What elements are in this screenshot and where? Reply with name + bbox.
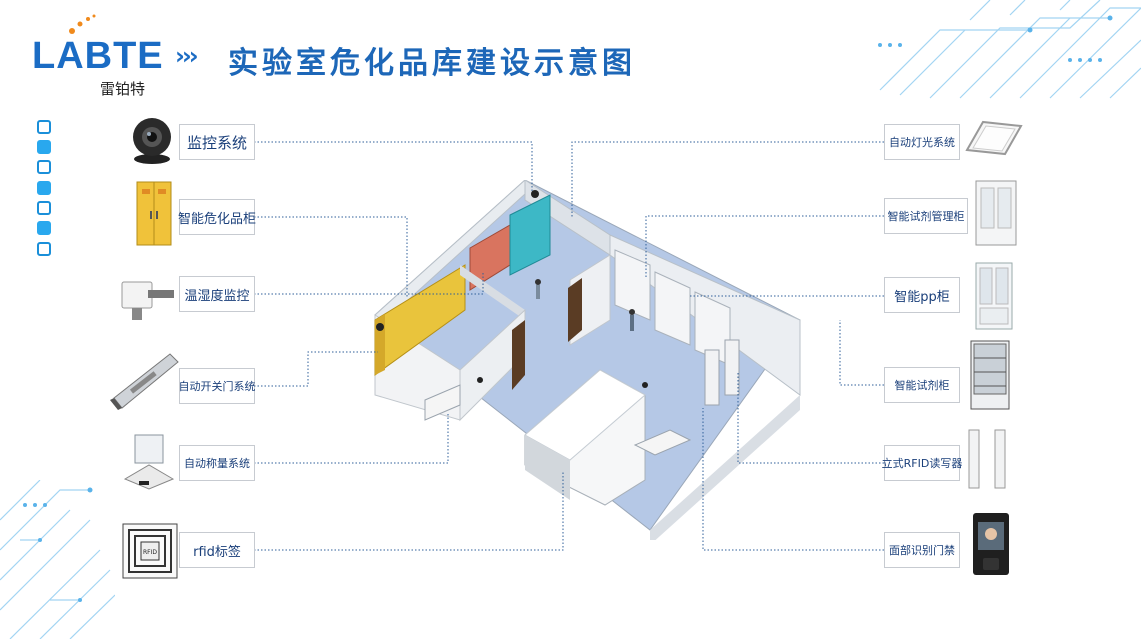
label-text: 智能试剂管理柜 bbox=[887, 210, 965, 223]
circuit-decoration-bottom-left bbox=[0, 480, 115, 639]
rfid-tag-icon: RFID bbox=[122, 523, 178, 579]
humidity-sensor-icon bbox=[121, 281, 174, 320]
logo-bubbles-icon bbox=[69, 14, 96, 34]
panel-light-icon bbox=[965, 120, 1023, 156]
side-dot bbox=[37, 140, 51, 154]
side-dot bbox=[37, 242, 51, 256]
label-monitoring-system: 监控系统 bbox=[179, 124, 255, 160]
brand-subtitle: 雷铂特 bbox=[100, 80, 146, 98]
label-face-recognition: 面部识别门禁 bbox=[884, 532, 960, 568]
side-dot bbox=[37, 181, 51, 195]
face-recognition-icon bbox=[973, 513, 1009, 575]
label-text: 面部识别门禁 bbox=[889, 544, 955, 557]
label-text: 智能pp柜 bbox=[894, 289, 950, 305]
circuit-decoration-top-right bbox=[878, 0, 1141, 99]
reagent-cabinet-icon bbox=[975, 180, 1017, 246]
pp-cabinet-icon bbox=[975, 262, 1013, 330]
label-auto-door: 自动开关门系统 bbox=[178, 368, 256, 404]
label-smart-reagent-mgmt-cabinet: 智能试剂管理柜 bbox=[884, 198, 968, 234]
label-rfid-tag: rfid标签 bbox=[179, 532, 255, 568]
side-dot bbox=[37, 120, 51, 134]
label-smart-reagent-cabinet: 智能试剂柜 bbox=[884, 367, 960, 403]
label-text: 自动灯光系统 bbox=[889, 136, 955, 149]
rfid-tag-text: RFID bbox=[143, 549, 157, 556]
label-text: 温湿度监控 bbox=[184, 288, 250, 304]
rfid-reader-icon bbox=[968, 429, 1006, 489]
lab-3d-floorplan bbox=[374, 180, 801, 540]
label-auto-lighting: 自动灯光系统 bbox=[884, 124, 960, 160]
label-smart-hazmat-cabinet: 智能危化品柜 bbox=[178, 199, 257, 235]
page-title: 实验室危化品库建设示意图 bbox=[228, 46, 636, 81]
reagent-rack-icon bbox=[970, 340, 1010, 410]
label-temp-humidity: 温湿度监控 bbox=[179, 276, 255, 312]
side-dot bbox=[37, 221, 51, 235]
label-auto-weighing: 自动称量系统 bbox=[179, 445, 255, 481]
side-dot bbox=[37, 201, 51, 215]
hazmat-cabinet-icon bbox=[136, 181, 172, 246]
label-rfid-reader: 立式RFID读写器 bbox=[881, 445, 963, 481]
label-text: 自动开关门系统 bbox=[178, 380, 256, 393]
label-text: 自动称量系统 bbox=[184, 457, 250, 470]
camera-icon bbox=[133, 118, 171, 164]
label-smart-pp-cabinet: 智能pp柜 bbox=[884, 277, 960, 313]
label-text: 智能危化品柜 bbox=[178, 211, 257, 227]
label-text: 智能试剂柜 bbox=[894, 379, 950, 392]
scale-icon bbox=[123, 434, 175, 490]
label-text: rfid标签 bbox=[193, 544, 241, 560]
side-dot bbox=[37, 160, 51, 174]
label-text: 立式RFID读写器 bbox=[881, 457, 963, 470]
brand-logo: LABTE bbox=[32, 35, 164, 77]
label-text: 监控系统 bbox=[186, 133, 247, 152]
chevrons-icon: ››› bbox=[175, 42, 199, 70]
door-closer-icon bbox=[110, 353, 179, 410]
